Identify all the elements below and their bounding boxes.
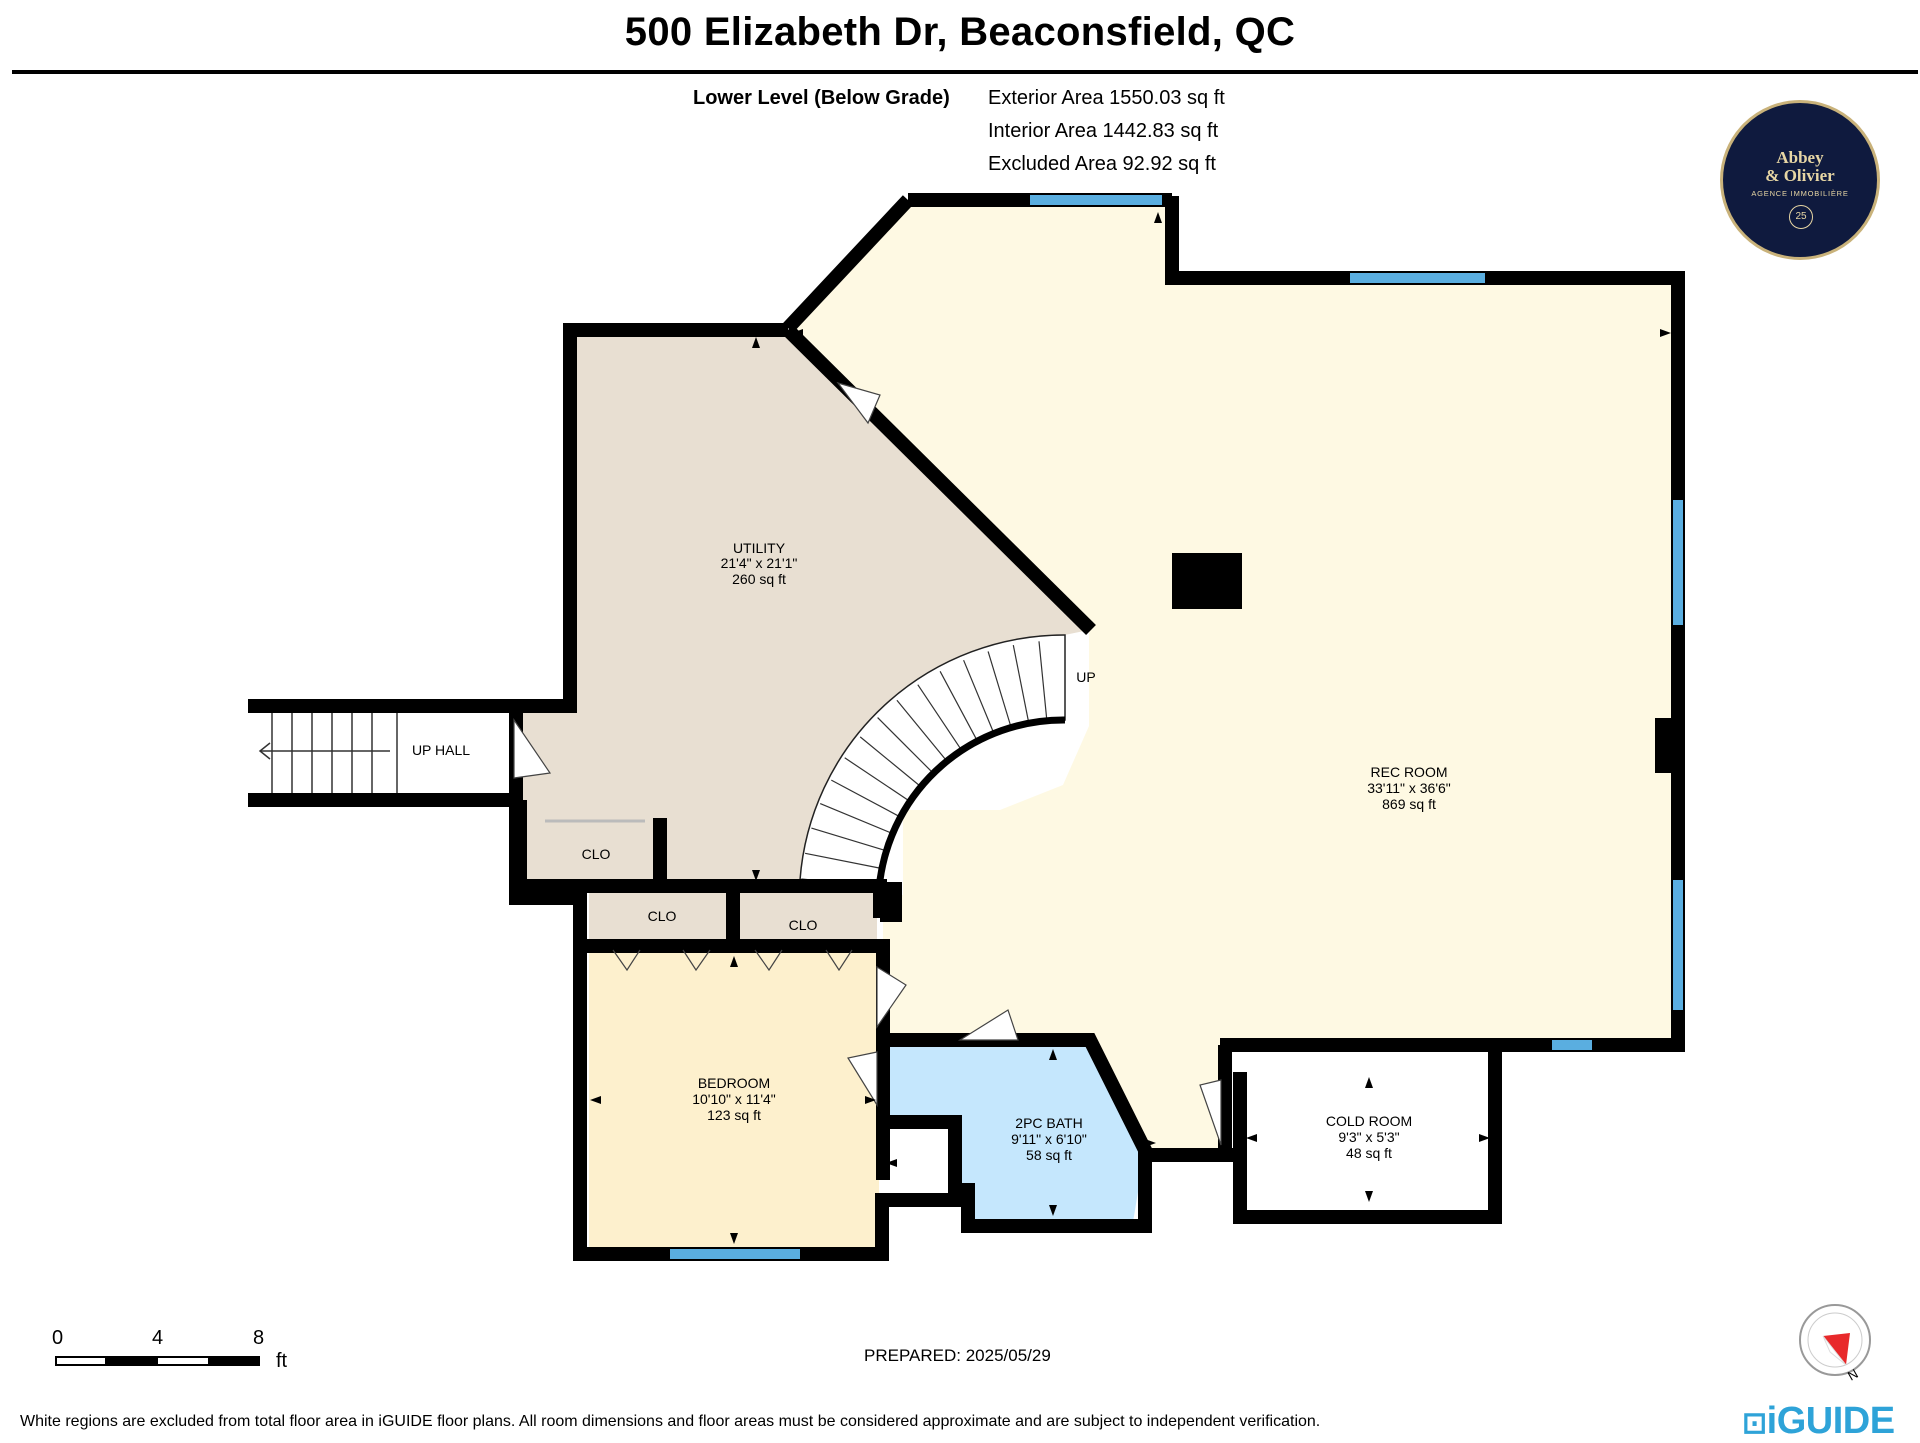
- compass-icon: N: [1799, 1304, 1871, 1384]
- iguide-brand: ⊡iGUIDE: [1742, 1400, 1895, 1443]
- logo-line2: & Olivier: [1765, 166, 1835, 185]
- stairs-up-label: UP: [1076, 669, 1095, 685]
- scale-label-0: 0: [52, 1327, 64, 1349]
- dimension-arrow: [865, 1096, 876, 1104]
- stair-tread: [963, 659, 995, 735]
- wall-niche: [1655, 718, 1671, 773]
- stair-tread: [844, 757, 912, 803]
- brand-logo: Abbey& Olivier AGENCE IMMOBILIÈRE 25: [1720, 100, 1880, 260]
- cold-room-area: 48 sq ft: [1346, 1145, 1392, 1161]
- excluded-area: Excluded Area 92.92 sq ft: [988, 153, 1216, 175]
- doors: [513, 381, 1222, 1146]
- post: [880, 882, 902, 922]
- up-hall-floor: [252, 712, 520, 794]
- scale-bar: [55, 1356, 260, 1366]
- stair-tread: [939, 671, 979, 743]
- dimension-arrow: [752, 870, 760, 881]
- rec-room-floor: [788, 203, 1672, 1160]
- dimension-arrow: [1049, 1205, 1057, 1216]
- cold-room-dims: 9'3" x 5'3": [1338, 1129, 1399, 1145]
- cold-room-name: COLD ROOM: [1326, 1113, 1412, 1129]
- utility-floor: [520, 336, 1089, 885]
- dimension-arrow: [1479, 1134, 1490, 1142]
- rec-room-dims: 33'11" x 36'6": [1367, 780, 1451, 796]
- bath-name: 2PC BATH: [1015, 1115, 1082, 1131]
- clo-1-floor: [527, 823, 667, 883]
- bedroom-name: BEDROOM: [698, 1075, 770, 1091]
- clo-1-label: CLO: [582, 846, 611, 862]
- dimension-arrow: [730, 1233, 738, 1244]
- logo-line1: Abbey: [1776, 148, 1824, 167]
- clo-2-floor: [589, 892, 729, 945]
- windows: [670, 195, 1683, 1259]
- stair-tread: [877, 717, 935, 775]
- room-labels: UTILITY 21'4" x 21'1" 260 sq ft REC ROOM…: [412, 540, 1451, 1163]
- bath-area: 58 sq ft: [1026, 1147, 1072, 1163]
- dimension-arrow: [590, 1096, 601, 1104]
- rec-room-name: REC ROOM: [1371, 764, 1448, 780]
- rec-room-area: 869 sq ft: [1382, 796, 1436, 812]
- logo-badge: 25: [1789, 205, 1813, 229]
- clo-2-label: CLO: [648, 908, 677, 924]
- stair-tread: [987, 651, 1012, 729]
- dimension-arrow: [792, 329, 803, 337]
- stair-tread: [1038, 641, 1048, 721]
- up-hall-label: UP HALL: [412, 742, 470, 758]
- clo-3-label: CLO: [789, 917, 818, 933]
- bedroom-area: 123 sq ft: [707, 1107, 761, 1123]
- stair-tread: [917, 684, 963, 752]
- column: [1172, 553, 1242, 609]
- title-divider: [12, 70, 1918, 74]
- level-label: Lower Level (Below Grade): [693, 87, 950, 109]
- dimension-arrow: [1154, 212, 1162, 223]
- stair-tread: [811, 827, 889, 852]
- dimension-arrow: [1049, 1049, 1057, 1060]
- utility-area: 260 sq ft: [732, 571, 786, 587]
- bath-dims: 9'11" x 6'10": [1011, 1131, 1087, 1147]
- bedroom-floor: [589, 950, 879, 1248]
- stair-tread: [804, 852, 884, 870]
- iguide-logo-icon: ⊡: [1742, 1407, 1767, 1440]
- dimension-arrow: [1365, 1191, 1373, 1202]
- dimension-arrows: [590, 212, 1671, 1244]
- interior-area: Interior Area 1442.83 sq ft: [988, 120, 1219, 142]
- stair-tread: [896, 699, 949, 763]
- stair-tread: [819, 803, 895, 835]
- curved-stairs: [799, 634, 1066, 888]
- prepared-date: PREPARED: 2025/05/29: [864, 1346, 1051, 1365]
- walls: [248, 193, 1685, 1261]
- dimension-arrow: [1246, 1134, 1257, 1142]
- bath-floor: [883, 1045, 1145, 1222]
- dimension-arrow: [886, 1159, 897, 1167]
- dimension-arrow: [796, 337, 804, 348]
- scale-unit: ft: [276, 1350, 288, 1372]
- dimension-arrow: [1082, 618, 1093, 626]
- exterior-area: Exterior Area 1550.03 sq ft: [988, 87, 1225, 109]
- dimension-arrow: [1660, 329, 1671, 337]
- utility-dims: 21'4" x 21'1": [721, 555, 798, 571]
- dimension-arrow: [1365, 1077, 1373, 1088]
- cold-room-floor: [1245, 1072, 1485, 1209]
- dimension-arrow: [1145, 1139, 1156, 1147]
- dimension-arrow: [730, 956, 738, 967]
- logo-line3: AGENCE IMMOBILIÈRE: [1751, 189, 1849, 198]
- brand-name: iGUIDE: [1766, 1400, 1895, 1442]
- utility-name: UTILITY: [733, 540, 786, 556]
- stair-tread: [831, 779, 903, 819]
- clo-3-floor: [740, 892, 877, 945]
- compass-letter: N: [1845, 1366, 1861, 1384]
- stair-tread: [1012, 644, 1030, 724]
- bedroom-dims: 10'10" x 11'4": [692, 1091, 776, 1107]
- page-title: 500 Elizabeth Dr, Beaconsfield, QC: [624, 10, 1296, 54]
- disclaimer: White regions are excluded from total fl…: [20, 1413, 1321, 1430]
- scale-label-8: 8: [253, 1327, 265, 1349]
- dimension-arrow: [752, 337, 760, 348]
- scale-label-4: 4: [152, 1327, 164, 1349]
- closet-doors: [545, 819, 853, 972]
- stair-tread: [859, 736, 923, 789]
